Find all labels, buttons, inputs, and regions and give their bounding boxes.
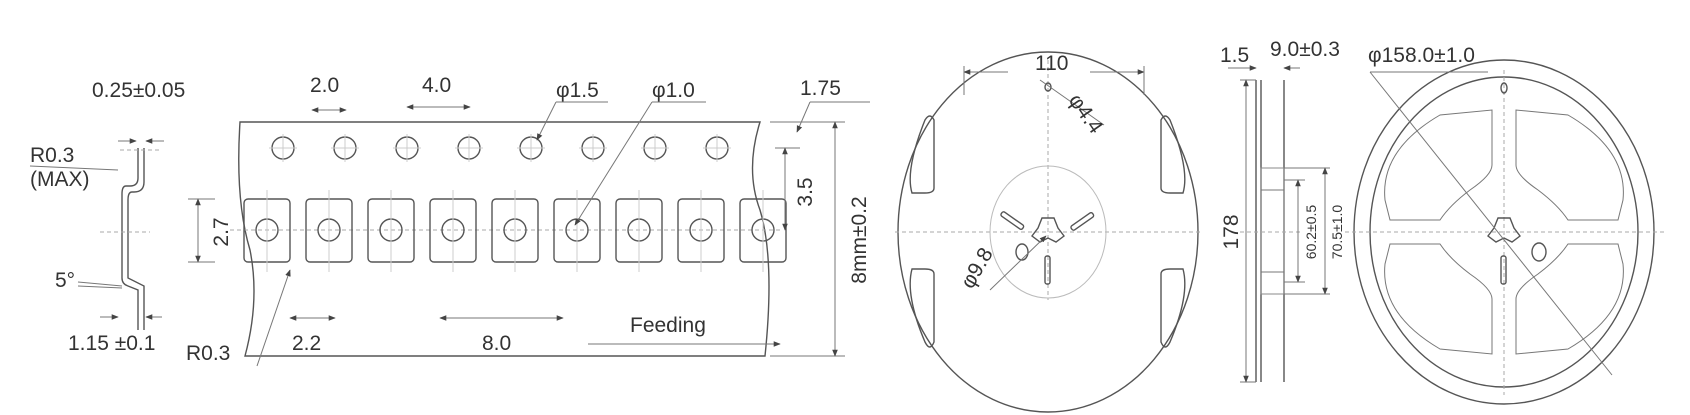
gap-label: 9.0±0.3: [1270, 38, 1340, 61]
half-pitch-label: 2.0: [310, 74, 339, 97]
profile-radius-note: (MAX): [30, 168, 90, 191]
pocket-hole-label: φ1.0: [652, 79, 695, 102]
profile-radius-label: R0.3: [30, 144, 74, 167]
hub-inner-label: 60.2±0.5: [1303, 205, 1319, 260]
feeding-label: Feeding: [630, 314, 706, 337]
sprocket-hole-label: φ1.5: [556, 79, 599, 102]
back-diameter-label: φ158.0±1.0: [1368, 44, 1475, 67]
sprocket-pitch-label: 4.0: [422, 74, 451, 97]
reel-back-view: φ158.0±1.0: [1345, 44, 1665, 405]
hub-hole-label: φ9.8: [956, 244, 997, 293]
tape-profile-view: 0.25±0.05 R0.3 (MAX) 5° 1.15 ±0.1: [29, 79, 185, 355]
pocket-length-label: 2.7: [210, 217, 233, 246]
tape-dimensions: 2.0 4.0 φ1.5 φ1.0 1.75 3.5 8mm±0.2 2.7 2…: [186, 74, 871, 367]
pocket-pitch-label: 8.0: [482, 332, 511, 355]
flange-label: 1.5: [1220, 44, 1249, 67]
offset-label: 1.15 ±0.1: [68, 332, 155, 355]
angle-label: 5°: [55, 269, 75, 292]
small-hole-label: φ4.4: [1064, 90, 1108, 139]
reel-diameter-label: 178: [1220, 214, 1243, 249]
edge-distance-label: 1.75: [800, 77, 841, 100]
reel-front-view: 110 φ4.4 φ9.8: [895, 51, 1200, 413]
hole-to-pocket-label: 3.5: [794, 177, 817, 206]
hub-outer-label: 70.5±1.0: [1329, 205, 1345, 260]
pocket-width-label: 2.2: [292, 332, 321, 355]
reel-width-label: 110: [1035, 52, 1068, 75]
reel-side-view: 178 1.5 9.0±0.3 60.2±0.5 70.5±1.0: [1220, 38, 1345, 383]
carrier-tape-top-view: [230, 121, 787, 357]
tape-width-label: 8mm±0.2: [848, 196, 871, 283]
corner-radius-label: R0.3: [186, 342, 230, 365]
thickness-label: 0.25±0.05: [92, 79, 185, 102]
